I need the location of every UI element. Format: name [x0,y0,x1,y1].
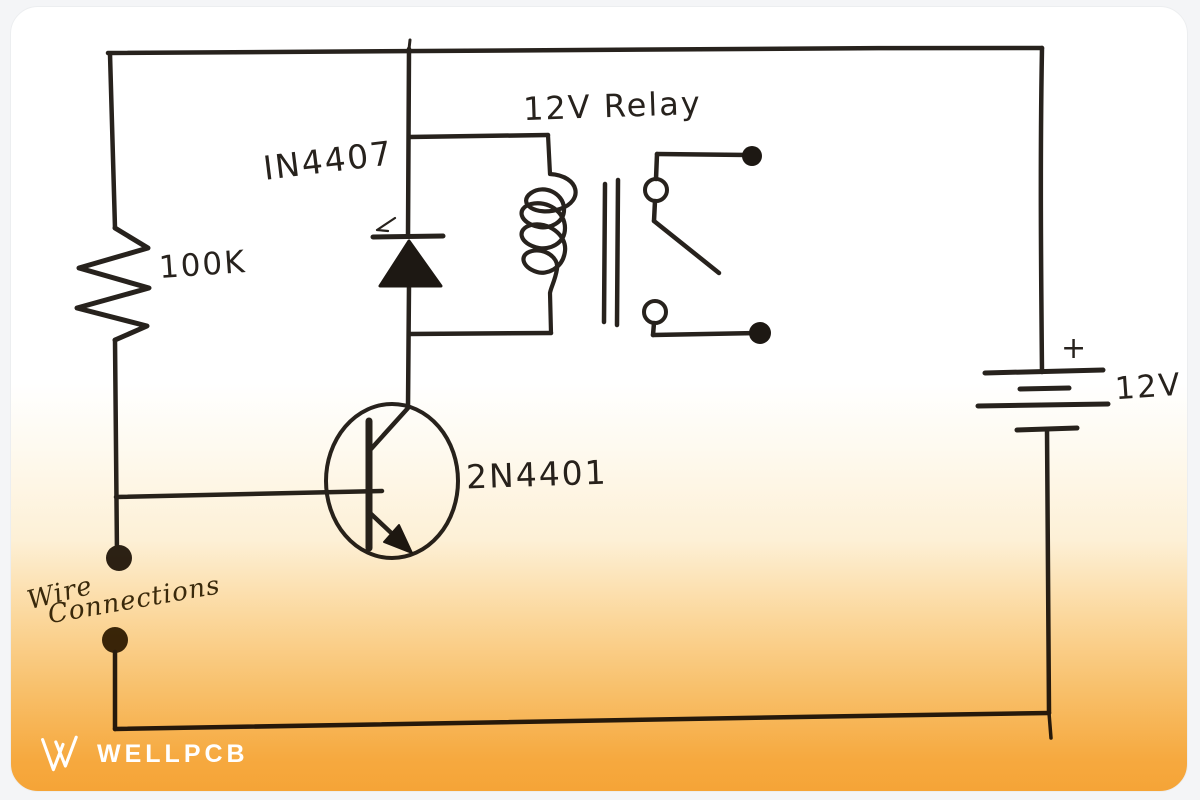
circuit-drawing-layer: 12V Relay IN4407 100K 2N4401 + 12V Wire … [11,7,1187,791]
relay-bottom-wire [406,330,554,337]
wellpcb-logo-text: WELLPCB [97,739,249,768]
battery-top-wire [1038,45,1045,375]
bottom-rail-wire [112,710,1052,732]
relay-core-symbol [601,177,621,328]
left-branch-wire [107,51,118,231]
relay-top-wire [406,132,551,140]
relay-contacts-symbol [642,146,771,344]
battery-symbol [975,367,1111,433]
battery-plus-label: + [1061,331,1089,366]
npn-transistor-symbol [324,402,460,560]
resistor-symbol [74,225,152,343]
diode-branch-wire [405,46,412,239]
flyback-diode-symbol [370,216,446,288]
resistor-label: 100K [157,243,248,287]
relay-coil-symbol [519,132,578,336]
battery-voltage-label: 12V [1113,366,1183,408]
bottom-right-overshoot [1047,711,1053,740]
wellpcb-logo: WELLPCB [39,733,249,775]
wellpcb-logo-mark-icon [41,735,78,772]
transistor-emitter-arrowhead [383,524,413,554]
resistor-to-junction-wire [112,337,120,558]
wire-junction-dot-upper [106,545,132,571]
diode-to-collector-wire [405,282,412,410]
transistor-label: 2N4401 [465,452,609,497]
top-rail-wire [105,45,1045,56]
relay-switch-arm [651,218,722,276]
base-wire [113,488,385,500]
transistor-collector [368,405,411,452]
wire-junction-dot-lower [102,627,128,653]
circuit-schematic-svg [74,38,1111,740]
diode-annotation-arrow [375,216,397,233]
battery-bottom-wire [1044,426,1052,716]
relay-label: 12V Relay [522,83,703,129]
schematic-card: 12V Relay IN4407 100K 2N4401 + 12V Wire … [10,6,1188,792]
